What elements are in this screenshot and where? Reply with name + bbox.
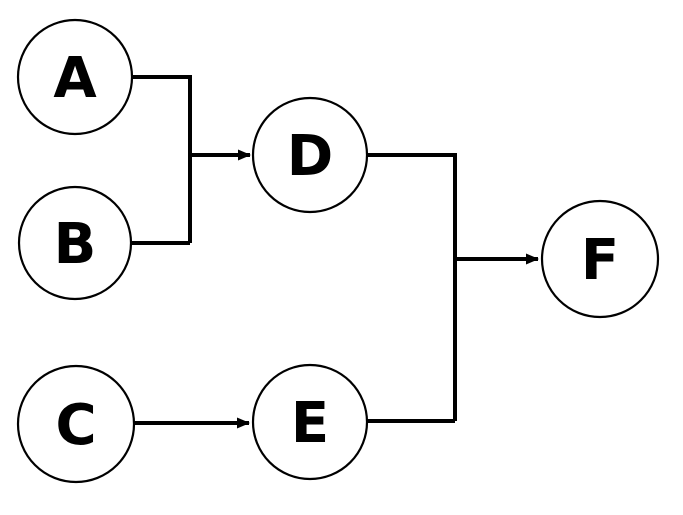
node-d-circle [251, 96, 369, 214]
node-c: C [16, 364, 136, 484]
node-b: B [17, 185, 133, 301]
node-f-label: F [581, 228, 619, 293]
node-e-label: E [291, 391, 329, 456]
node-a: A [16, 18, 134, 136]
node-b-label: B [54, 212, 97, 277]
node-f: F [540, 199, 660, 319]
node-f-circle [540, 199, 660, 319]
node-d-label: D [287, 124, 333, 189]
node-e-circle [251, 363, 369, 481]
node-c-circle [16, 364, 136, 484]
node-a-label: A [53, 46, 97, 111]
node-b-circle [17, 185, 133, 301]
node-a-circle [16, 18, 134, 136]
edge-d-to-merge-de [367, 153, 457, 421]
node-c-label: C [55, 393, 96, 458]
node-d: D [251, 96, 369, 214]
edge-a-to-merge-ab [132, 75, 192, 243]
node-e: E [251, 363, 369, 481]
